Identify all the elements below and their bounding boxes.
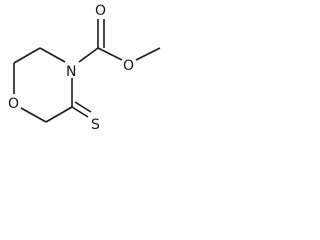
bond-c-o-bottom-left <box>20 107 47 123</box>
bond-c-n-top <box>39 47 66 63</box>
bond-c-c-bottom <box>45 106 73 123</box>
bond-c-o-ester <box>97 47 123 61</box>
bond-o-methyl <box>135 47 161 61</box>
atom-ring-oxygen: O <box>8 96 19 112</box>
bond-n-c-carbonyl <box>78 47 99 63</box>
atom-carbonyl-oxygen: O <box>95 3 106 19</box>
atom-ring-nitrogen: N <box>66 64 76 80</box>
bond-c-s-double-a <box>71 106 89 118</box>
atom-thione-sulfur: S <box>91 117 100 133</box>
bond-c-s-double-b <box>74 101 92 113</box>
bond-c-c-top-left <box>13 47 41 64</box>
atom-ester-oxygen: O <box>123 58 134 74</box>
structure-diagram: O N S O O <box>8 3 161 133</box>
